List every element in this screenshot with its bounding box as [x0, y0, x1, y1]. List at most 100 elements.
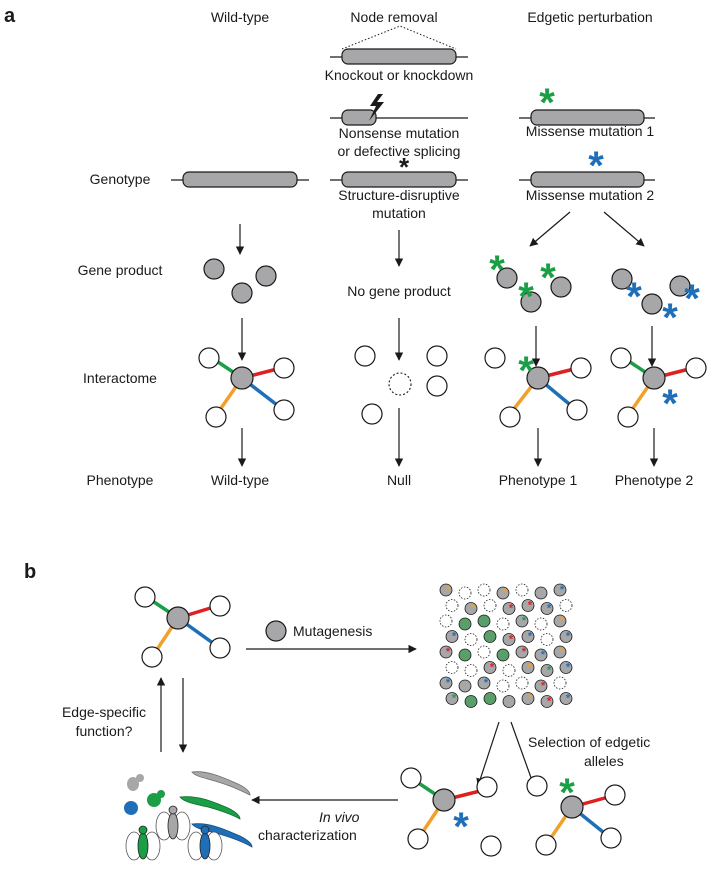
- library-allele-star: *: [446, 677, 451, 689]
- library-allele: [445, 661, 459, 674]
- library-allele: [464, 633, 478, 646]
- library-allele-star: *: [484, 677, 489, 689]
- library-allele: [540, 602, 554, 615]
- library-allele: [477, 676, 491, 690]
- library-allele-star: *: [452, 631, 457, 643]
- library-allele: [445, 630, 459, 643]
- missense-1-gene: *: [519, 81, 655, 126]
- library-allele: [559, 661, 573, 674]
- library-allele: [521, 661, 535, 674]
- missense-1-label: Missense mutation 1: [526, 123, 655, 139]
- wild-type-gene-products: [203, 258, 277, 304]
- library-allele: [483, 630, 497, 643]
- svg-text:*: *: [662, 296, 678, 340]
- knockout-gene: [330, 25, 468, 65]
- svg-text:*: *: [540, 256, 556, 300]
- svg-text:*: *: [559, 771, 575, 815]
- library-allele: [559, 599, 573, 612]
- library-allele: [515, 583, 529, 597]
- library-allele: [521, 692, 535, 705]
- nonsense-gene: [330, 94, 468, 126]
- library-allele: [439, 614, 453, 628]
- no-gene-product-label: No gene product: [347, 283, 451, 299]
- library-allele: [515, 676, 529, 690]
- arrow-missense-2: [603, 211, 645, 247]
- library-allele: [534, 617, 548, 631]
- library-allele: [439, 645, 453, 659]
- library-allele-star: *: [490, 662, 495, 674]
- library-allele-star: *: [547, 696, 552, 708]
- library-allele: [464, 664, 478, 677]
- phenotype-2-interactome: *: [610, 347, 707, 428]
- wild-type-interactome: [198, 347, 295, 428]
- library-allele-star: *: [509, 634, 514, 646]
- column-header-edgetic: Edgetic perturbation: [527, 9, 652, 25]
- arrow-selection-1: [476, 721, 500, 787]
- library-allele: [445, 692, 459, 705]
- svg-text:*: *: [626, 275, 642, 319]
- asterisk-icon: *: [399, 152, 410, 182]
- phenotype-1-interactome: *: [484, 347, 592, 428]
- selected-allele-network-1: *: [400, 767, 502, 857]
- selection-label-line-1: Selection of edgetic: [528, 734, 650, 750]
- library-allele-star: *: [566, 631, 571, 643]
- library-allele-star: *: [560, 646, 565, 658]
- library-allele: [464, 602, 478, 615]
- arrow-missense-1: [529, 211, 571, 247]
- green-star-icon: *: [539, 81, 555, 125]
- phenotype-wild-type: Wild-type: [211, 472, 270, 488]
- library-allele: [483, 692, 497, 705]
- library-allele: [445, 599, 459, 612]
- library-allele: [458, 586, 472, 600]
- characterization-label: characterization: [258, 827, 357, 843]
- edge-function-label-line-2: function?: [76, 723, 133, 739]
- library-allele-star: *: [471, 603, 476, 615]
- row-label-gene-product: Gene product: [78, 262, 163, 278]
- missense-2-gene-products: * * *: [611, 268, 700, 340]
- library-allele-star: *: [547, 603, 552, 615]
- library-allele-star: *: [503, 587, 508, 599]
- library-allele-star: *: [566, 693, 571, 705]
- arrow-selection-2: [510, 721, 536, 787]
- library-allele: [521, 630, 535, 643]
- library-allele: [477, 614, 491, 628]
- library-allele-star: *: [446, 584, 451, 596]
- library-allele: [496, 617, 510, 631]
- library-allele: [559, 692, 573, 705]
- library-allele-star: *: [528, 693, 533, 705]
- source-network: [134, 586, 231, 668]
- panel-b-letter: b: [24, 561, 36, 583]
- row-label-genotype: Genotype: [90, 171, 151, 187]
- library-allele: [534, 648, 548, 662]
- null-interactome: [354, 345, 448, 425]
- library-allele: [458, 617, 472, 631]
- library-allele-star: *: [522, 646, 527, 658]
- library-allele-star: *: [547, 665, 552, 677]
- nonsense-label-line-1: Nonsense mutation: [339, 125, 460, 141]
- library-allele: [553, 614, 567, 628]
- svg-text:*: *: [518, 349, 534, 393]
- structure-disruptive-gene: *: [330, 152, 468, 188]
- library-allele: [502, 633, 516, 646]
- in-vivo-label: In vivo: [319, 809, 360, 825]
- library-allele: [553, 645, 567, 659]
- library-allele-star: *: [560, 615, 565, 627]
- library-allele: [553, 676, 567, 690]
- library-allele: [534, 586, 548, 600]
- library-allele: [540, 664, 554, 677]
- phenotype-null: Null: [387, 472, 411, 488]
- library-allele: [496, 679, 510, 693]
- library-allele: [477, 583, 491, 597]
- phenotype-1: Phenotype 1: [499, 472, 578, 488]
- library-allele-star: *: [566, 662, 571, 674]
- library-allele: [515, 645, 529, 659]
- library-allele: [540, 695, 554, 708]
- library-allele: [515, 614, 529, 628]
- library-allele: [458, 679, 472, 693]
- yeast-cells-icon: [124, 774, 165, 815]
- row-label-interactome: Interactome: [83, 370, 157, 386]
- blue-star-icon: *: [588, 144, 604, 188]
- library-allele: [483, 661, 497, 674]
- selected-allele-network-2: *: [526, 771, 626, 856]
